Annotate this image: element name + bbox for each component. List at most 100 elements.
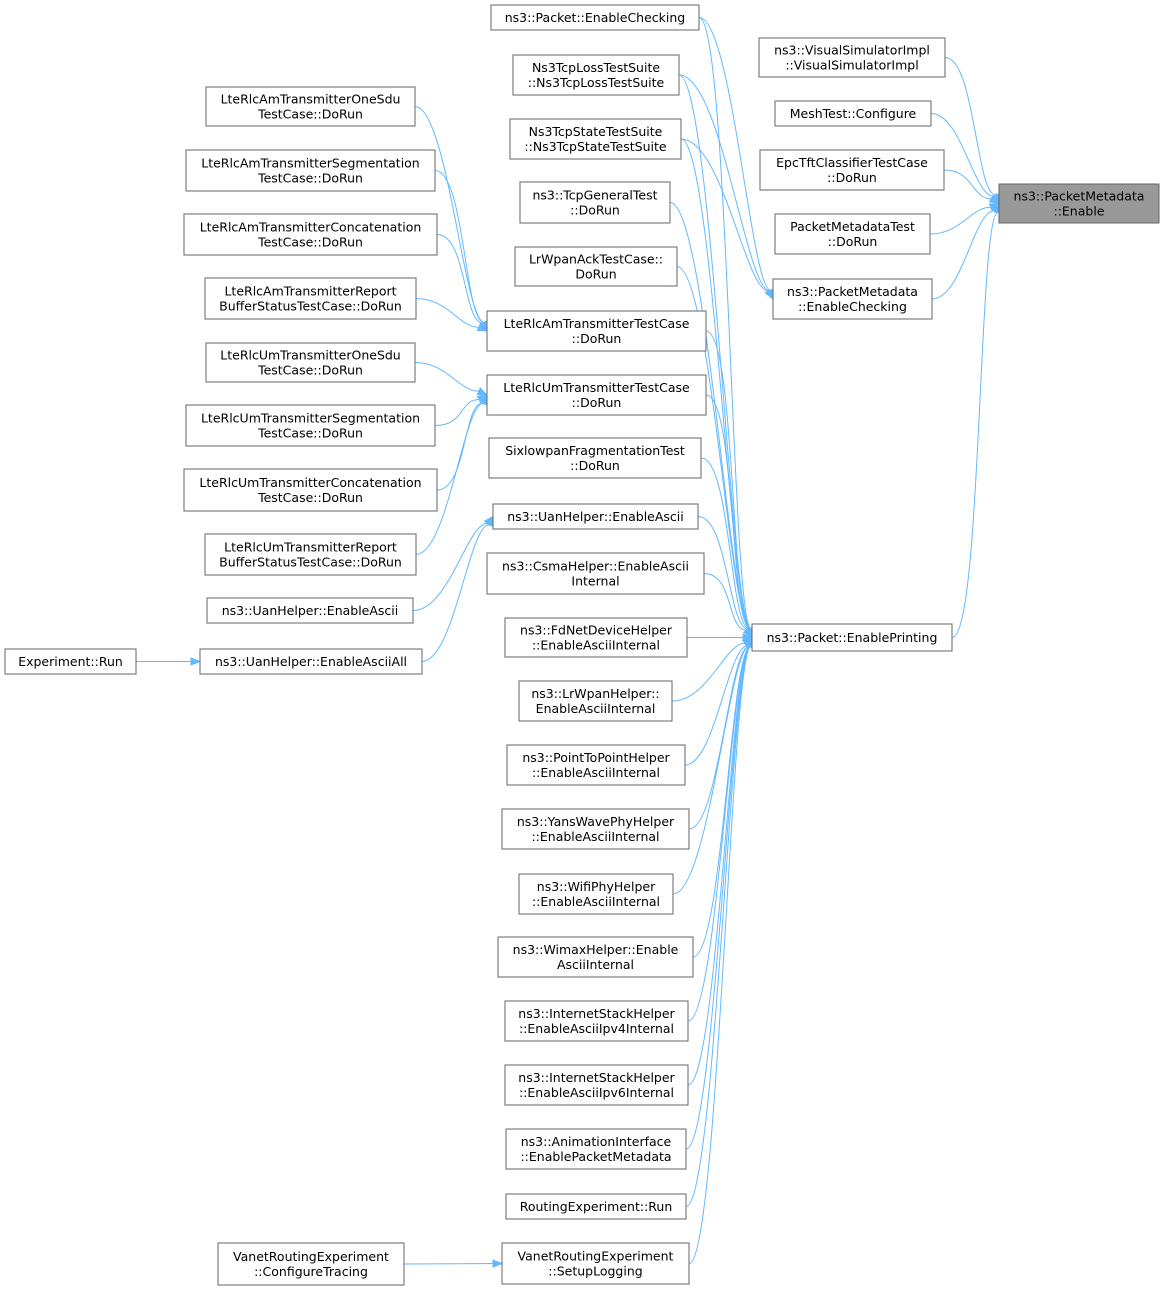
node-box[interactable] [205, 86, 416, 127]
node-anim[interactable]: ns3::AnimationInterface::EnablePacketMet… [505, 1128, 687, 1170]
node-label-line: ns3::Packet::EnablePrinting [767, 630, 938, 645]
node-label-line: Ns3TcpLossTestSuite [532, 60, 660, 75]
node-box[interactable] [204, 533, 417, 576]
node-box[interactable] [504, 1000, 689, 1042]
node-p2p[interactable]: ns3::PointToPointHelper::EnableAsciiInte… [506, 744, 686, 786]
node-visual-sim[interactable]: ns3::VisualSimulatorImpl::VisualSimulato… [758, 37, 946, 78]
node-box[interactable] [217, 1242, 405, 1286]
node-experiment-run[interactable]: Experiment::Run [4, 648, 137, 675]
node-lrwpan-helper[interactable]: ns3::LrWpanHelper::EnableAsciiInternal [518, 680, 673, 722]
node-box[interactable] [206, 597, 414, 624]
edge-csma-to-packet-enable-printing [703, 573, 753, 639]
node-box[interactable] [512, 54, 680, 96]
node-pm-test[interactable]: PacketMetadataTest::DoRun [774, 213, 931, 255]
node-box[interactable] [514, 246, 678, 287]
node-box[interactable] [758, 37, 946, 78]
node-epc-tft[interactable]: EpcTftClassifierTestCase::DoRun [759, 149, 945, 191]
node-box[interactable] [185, 404, 436, 447]
edge-line [680, 138, 769, 292]
node-label-line: ::EnableChecking [798, 299, 907, 314]
node-box[interactable] [492, 503, 699, 530]
node-tcp-general[interactable]: ns3::TcpGeneralTest::DoRun [519, 181, 671, 224]
node-am-concat[interactable]: LteRlcAmTransmitterConcatenationTestCase… [183, 213, 438, 256]
node-lrwpan-ack[interactable]: LrWpanAckTestCase::DoRun [514, 246, 678, 287]
node-box[interactable] [774, 213, 931, 255]
node-vanet-setup[interactable]: VanetRoutingExperiment::SetupLogging [501, 1242, 690, 1285]
node-box[interactable] [501, 808, 690, 850]
node-box[interactable] [505, 1193, 687, 1220]
node-tcp-loss[interactable]: Ns3TcpLossTestSuite::Ns3TcpLossTestSuite [512, 54, 680, 96]
edge-epc-tft-to-enable [943, 169, 1001, 205]
node-box[interactable] [4, 648, 137, 675]
node-label-line: VanetRoutingExperiment [518, 1249, 674, 1264]
node-box[interactable] [774, 100, 932, 127]
node-box[interactable] [772, 278, 933, 320]
node-am-seg[interactable]: LteRlcAmTransmitterSegmentationTestCase:… [185, 149, 436, 192]
node-fdnet[interactable]: ns3::FdNetDeviceHelper::EnableAsciiInter… [504, 617, 688, 658]
node-packet-enable-checking[interactable]: ns3::Packet::EnableChecking [490, 4, 700, 31]
node-label-line: ns3::WimaxHelper::Enable [513, 942, 679, 957]
node-box[interactable] [185, 149, 436, 192]
edge-uan-ascii-all-to-uan-ascii-mid [421, 515, 494, 662]
node-yanswave[interactable]: ns3::YansWavePhyHelper::EnableAsciiInter… [501, 808, 690, 850]
node-box[interactable] [205, 342, 416, 383]
node-label-line: TestCase::DoRun [257, 426, 363, 441]
node-routing-run[interactable]: RoutingExperiment::Run [505, 1193, 687, 1220]
node-box[interactable] [519, 181, 671, 224]
node-box[interactable] [486, 310, 707, 352]
node-label-line: ::Ns3TcpLossTestSuite [528, 75, 665, 90]
node-um-concat[interactable]: LteRlcUmTransmitterConcatenationTestCase… [183, 468, 438, 512]
node-box[interactable] [486, 374, 707, 416]
node-box[interactable] [751, 623, 953, 652]
node-inet-v4[interactable]: ns3::InternetStackHelper::EnableAsciiIpv… [504, 1000, 689, 1042]
node-enable[interactable]: ns3::PacketMetadata::Enable [998, 183, 1160, 224]
node-um-seg[interactable]: LteRlcUmTransmitterSegmentationTestCase:… [185, 404, 436, 447]
node-box[interactable] [998, 183, 1160, 224]
node-um-tc[interactable]: LteRlcUmTransmitterTestCase::DoRun [486, 374, 707, 416]
node-am-report[interactable]: LteRlcAmTransmitterReportBufferStatusTes… [204, 277, 417, 320]
node-box[interactable] [183, 468, 438, 512]
node-vanet-config[interactable]: VanetRoutingExperiment::ConfigureTracing [217, 1242, 405, 1286]
node-csma[interactable]: ns3::CsmaHelper::EnableAsciiInternal [486, 552, 705, 595]
node-box[interactable] [518, 680, 673, 722]
node-box[interactable] [486, 552, 705, 595]
node-box[interactable] [490, 4, 700, 31]
node-box[interactable] [506, 744, 686, 786]
node-box[interactable] [488, 437, 702, 479]
node-uan-ascii-left[interactable]: ns3::UanHelper::EnableAscii [206, 597, 414, 624]
edge-line [697, 516, 749, 630]
node-packet-enable-printing[interactable]: ns3::Packet::EnablePrinting [751, 623, 953, 652]
arrowhead [742, 627, 753, 639]
node-label-line: ::DoRun [827, 170, 877, 185]
node-box[interactable] [505, 1128, 687, 1170]
edge-um-tc-to-packet-enable-printing [705, 394, 755, 639]
node-am-tc[interactable]: LteRlcAmTransmitterTestCase::DoRun [486, 310, 707, 352]
node-label-line: LrWpanAckTestCase:: [529, 252, 663, 267]
edge-line [705, 394, 751, 630]
node-box[interactable] [518, 873, 674, 915]
node-uan-ascii-all[interactable]: ns3::UanHelper::EnableAsciiAll [199, 648, 423, 675]
node-box[interactable] [204, 277, 417, 320]
edge-line [414, 362, 479, 392]
node-box[interactable] [509, 118, 682, 160]
node-wimax[interactable]: ns3::WimaxHelper::EnableAsciiInternal [497, 936, 694, 978]
node-box[interactable] [183, 213, 438, 256]
node-box[interactable] [759, 149, 945, 191]
node-box[interactable] [504, 1064, 689, 1106]
node-box[interactable] [504, 617, 688, 658]
node-label-line: DoRun [575, 267, 616, 282]
node-wifiphy[interactable]: ns3::WifiPhyHelper::EnableAsciiInternal [518, 873, 674, 915]
node-pm-enable-checking[interactable]: ns3::PacketMetadata::EnableChecking [772, 278, 933, 320]
node-uan-ascii-mid[interactable]: ns3::UanHelper::EnableAscii [492, 503, 699, 530]
node-sixlowpan[interactable]: SixlowpanFragmentationTest::DoRun [488, 437, 702, 479]
node-box[interactable] [497, 936, 694, 978]
node-label-line: ns3::LrWpanHelper:: [531, 686, 659, 701]
node-box[interactable] [501, 1242, 690, 1285]
node-inet-v6[interactable]: ns3::InternetStackHelper::EnableAsciiIpv… [504, 1064, 689, 1106]
node-um-report[interactable]: LteRlcUmTransmitterReportBufferStatusTes… [204, 533, 417, 576]
node-box[interactable] [199, 648, 423, 675]
node-mesh-test[interactable]: MeshTest::Configure [774, 100, 932, 127]
node-tcp-state[interactable]: Ns3TcpStateTestSuite::Ns3TcpStateTestSui… [509, 118, 682, 160]
